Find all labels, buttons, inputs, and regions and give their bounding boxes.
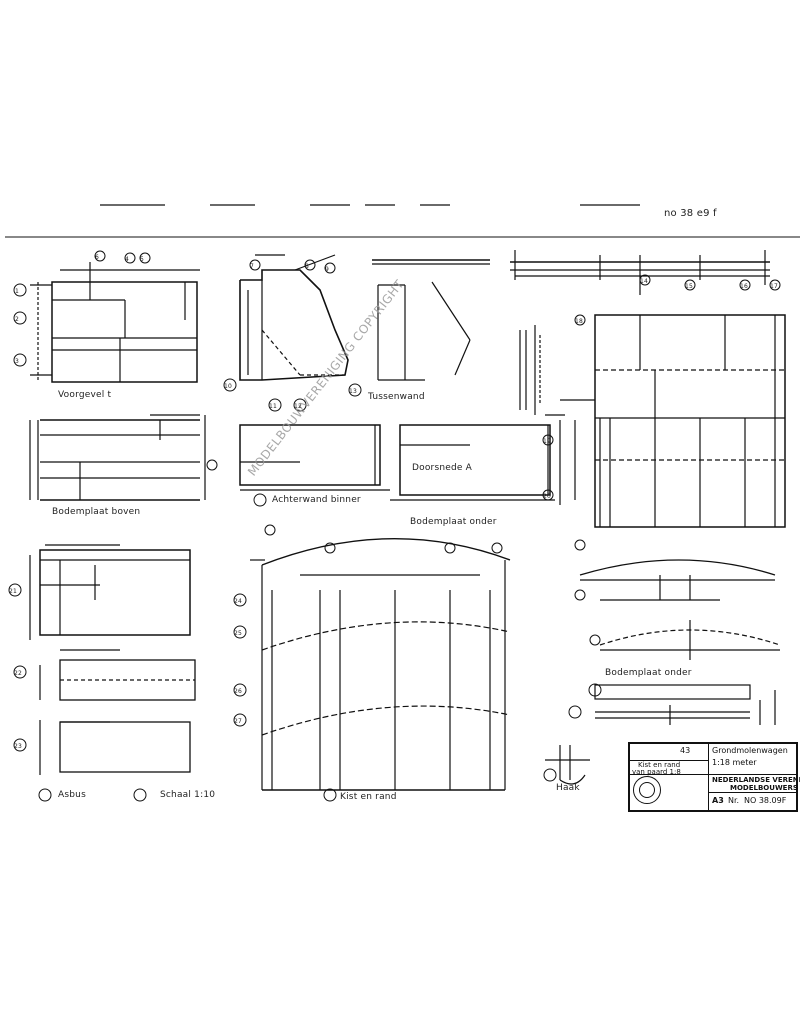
part-ref-number: 3 [15, 358, 20, 365]
part-ref-number: 27 [234, 718, 243, 725]
part-ref-number: 23 [14, 743, 23, 750]
part-reference-callouts [8, 250, 781, 802]
association-seal-logo [633, 776, 661, 804]
sheet-format: A3 [712, 796, 724, 805]
part-ref-number: 2 [15, 316, 20, 323]
floor-planking-drawing [594, 684, 776, 725]
hook-detail-drawing [545, 745, 590, 785]
part-ref-number: 13 [349, 388, 358, 395]
designation-line-1: Grondmolenwagen [712, 746, 788, 755]
drawing-no: NO 38.09F [744, 796, 787, 805]
side-wall-panel-drawing [239, 424, 390, 491]
front-view-drawing [30, 262, 200, 383]
part-ref-number: 4 [125, 256, 130, 263]
part-ref-number: 11 [269, 403, 278, 410]
part-ref-number: 9 [325, 266, 330, 273]
drawing-no-label: Nr. [728, 796, 740, 805]
intermediate-wall-label: Tussenwand [368, 392, 425, 402]
wagon-side-view-drawing [250, 537, 511, 791]
subject-line-2: van paard 1:8 [632, 768, 681, 776]
part-ref-number: 10 [224, 383, 233, 390]
part-ref-number: 5 [140, 256, 145, 263]
hook-label: Haak [556, 783, 580, 793]
org-line-2: MODELBOUWERS [730, 784, 798, 792]
part-ref-number: 12 [294, 403, 303, 410]
side-wall-label: Kist en rand [340, 792, 397, 802]
subject-line-1: Kist en rand [638, 761, 681, 769]
part-ref-number: 16 [740, 283, 749, 290]
bottom-lower-label: Bodemplaat onder [410, 517, 497, 527]
post-detail-drawing [519, 325, 541, 415]
arch-rail-detail-drawing [579, 559, 781, 660]
bottom-plate-center-drawing [390, 420, 561, 505]
part-ref-number: 18 [575, 318, 584, 325]
top-rail-drawing [510, 250, 770, 295]
part-ref-number: 20 [543, 493, 552, 500]
ramp-side-label: Achterwand binner [272, 495, 361, 505]
intermediate-wall-drawing [372, 259, 490, 381]
drawing-number-top: no 38 e9 f [664, 208, 717, 219]
part-ref-number: 7 [250, 263, 255, 270]
part-ref-number: 8 [305, 263, 310, 270]
org-line-1: NEDERLANDSE VERENIGING [712, 776, 800, 784]
front-view-label: Voorgevel t [58, 390, 112, 400]
part-ref-number: 17 [770, 283, 779, 290]
part-ref-number: 26 [234, 688, 243, 695]
bottom-upper-label: Bodemplaat boven [52, 507, 141, 517]
part-ref-number: 15 [685, 283, 694, 290]
part-ref-number: 1 [15, 288, 20, 295]
scale-note-label: Schaal 1:10 [160, 790, 216, 800]
section-label: Doorsnede A [412, 463, 473, 473]
axle-box-stack-drawing [29, 544, 196, 775]
title-block: 43 Grondmolenwagen 1:18 meter Kist en ra… [628, 742, 800, 812]
part-ref-number: 14 [640, 278, 649, 285]
right-box-assembly-drawing [545, 314, 786, 528]
bottom-plate-upper-drawing [29, 414, 206, 501]
part-ref-number: 25 [234, 630, 243, 637]
side-profile-drawing [239, 254, 349, 381]
part-ref-number: 6 [95, 254, 100, 261]
part-ref-number: 22 [14, 670, 23, 677]
code-box: 43 [680, 746, 691, 755]
designation-line-2: 1:18 meter [712, 758, 757, 767]
part-ref-number: 19 [543, 438, 552, 445]
part-ref-number: 24 [234, 598, 243, 605]
axle-box-label: Asbus [58, 790, 86, 800]
floor-planking-label: Bodemplaat onder [605, 668, 692, 678]
part-ref-number: 21 [9, 588, 18, 595]
